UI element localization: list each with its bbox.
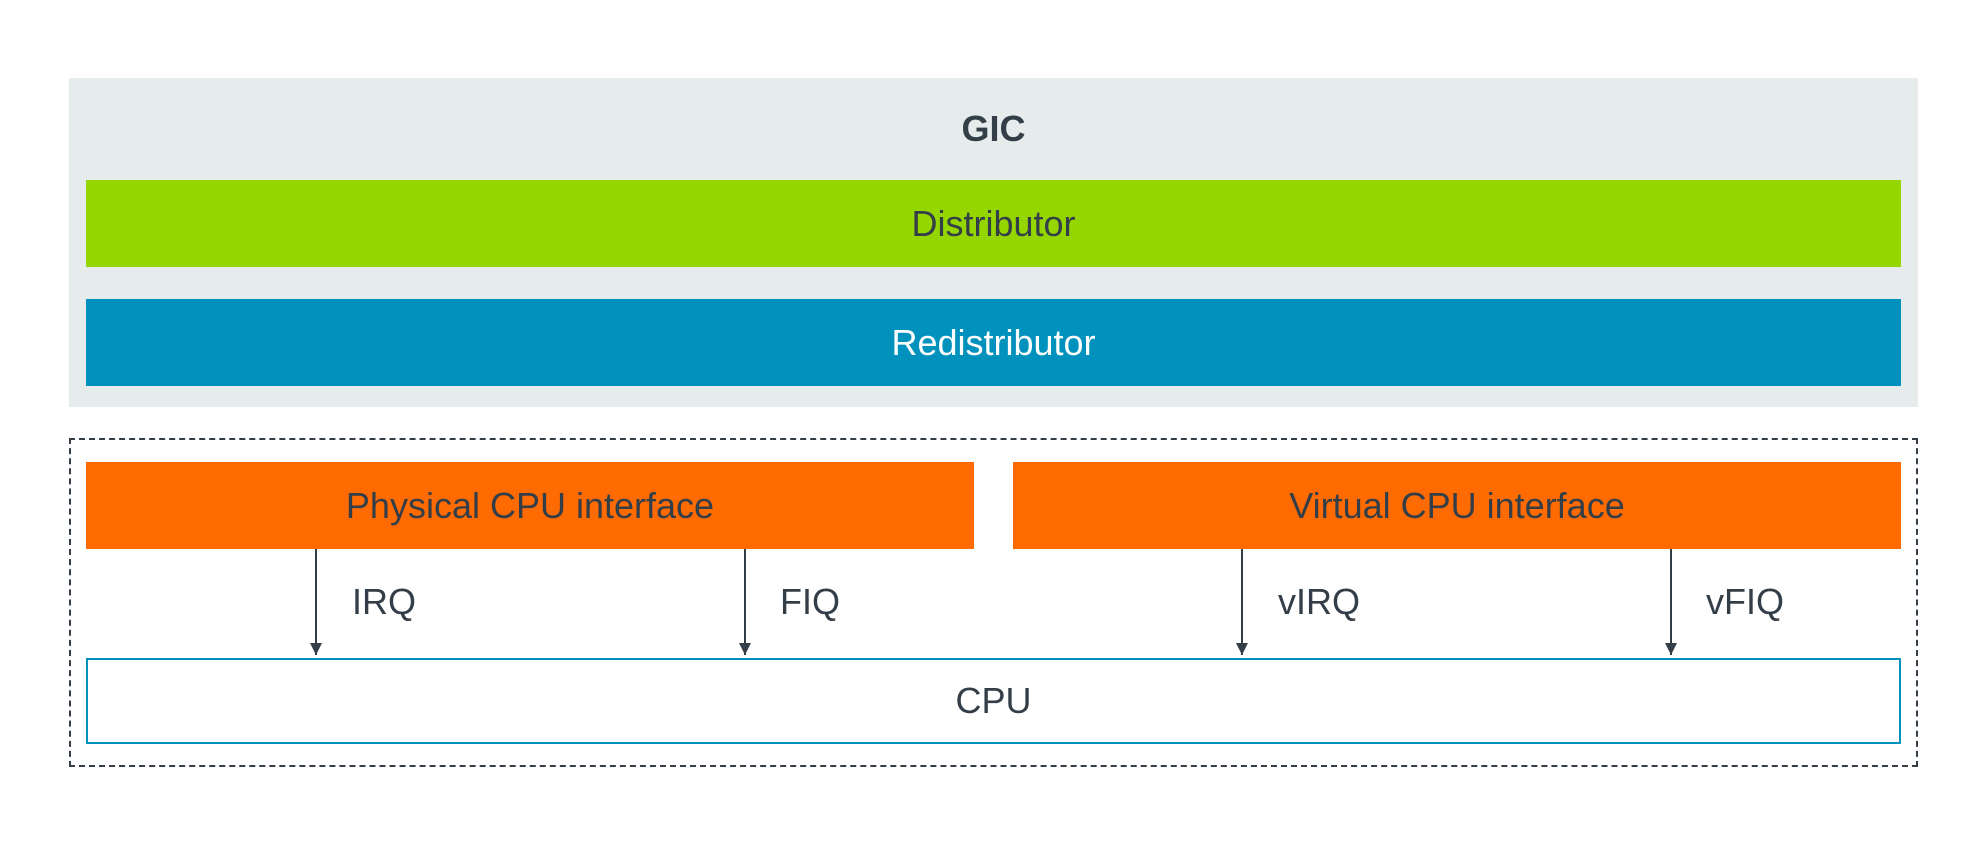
virtual-cpu-interface-block: Virtual CPU interface [1013,462,1901,549]
physical-cpu-interface-block: Physical CPU interface [86,462,974,549]
gic-title: GIC [961,108,1026,149]
distributor-block: Distributor [86,180,1901,267]
irq-label: IRQ [352,581,417,622]
virq-label: vIRQ [1278,581,1361,622]
virtual-cpu-interface-label: Virtual CPU interface [1289,484,1625,526]
fiq-label: FIQ [780,581,840,622]
vfiq-label: vFIQ [1706,581,1784,622]
cpu-interface-group [69,438,1918,767]
cpu-label: CPU [955,680,1032,721]
physical-cpu-interface-label: Physical CPU interface [345,484,715,526]
redistributor-block: Redistributor [86,299,1901,386]
distributor-label: Distributor [911,202,1076,244]
redistributor-label: Redistributor [891,321,1096,363]
cpu-block: CPU [86,658,1901,744]
